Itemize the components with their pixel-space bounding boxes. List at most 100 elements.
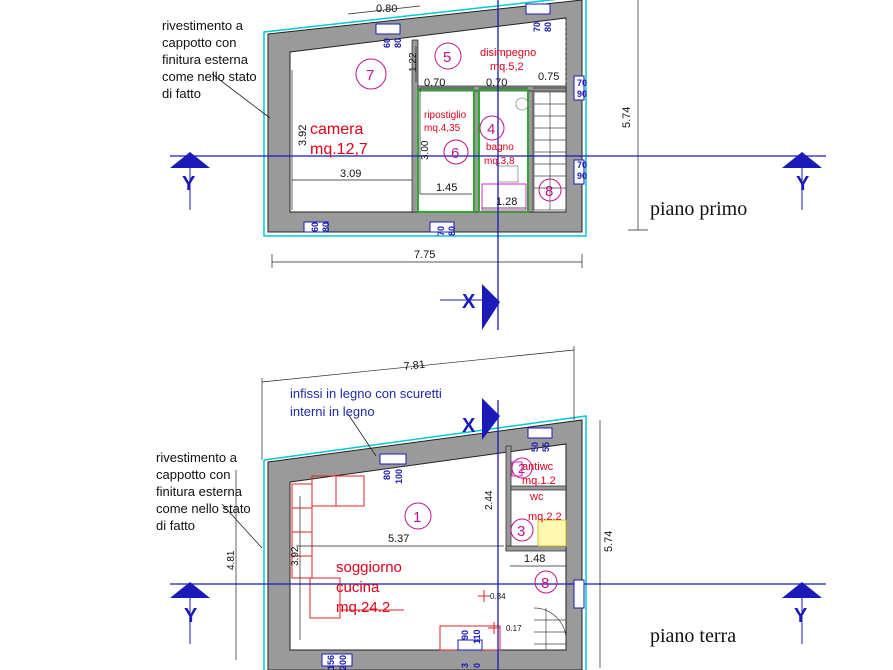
upper-insulation-outline xyxy=(263,0,587,237)
lower-note-line-3: finitura esterna xyxy=(156,484,243,499)
lower-level-markers xyxy=(478,590,500,634)
lower-blue-note-leader xyxy=(347,413,377,457)
upper-room-4-number: 4 xyxy=(487,121,495,138)
upper-room-8-number: 8 xyxy=(545,183,553,200)
lower-axis-y-right-label: Y xyxy=(794,605,808,627)
upper-dimension-lines xyxy=(271,0,648,268)
lower-window-3-b: 200 xyxy=(338,655,348,670)
upper-window-6-a: 70 xyxy=(436,226,446,236)
upper-shower xyxy=(481,183,527,211)
lower-room-3-area: mq.2.2 xyxy=(528,511,562,523)
lower-dim-017: 0.17 xyxy=(506,624,522,633)
upper-dim-top-gap: 0.80 xyxy=(376,3,397,15)
upper-window-5-b: 80 xyxy=(321,222,331,232)
upper-room-7-name: camera xyxy=(310,121,363,138)
upper-window-5-a: 60 xyxy=(310,222,320,232)
upper-room-5-number: 5 xyxy=(443,49,451,66)
upper-axis-y-right-arrow xyxy=(782,152,822,168)
upper-note-line-5: di fatto xyxy=(162,86,201,101)
lower-room-3-number: 3 xyxy=(517,523,525,540)
lower-window-4-b: 110 xyxy=(472,629,482,644)
lower-axis-x-arrow xyxy=(482,398,500,440)
lower-axis-y-right-arrow xyxy=(782,582,822,598)
lower-window-1-b: 100 xyxy=(394,469,404,484)
lower-room-8-marker xyxy=(534,570,558,594)
upper-dim-075: 0.75 xyxy=(538,71,559,83)
upper-window-3-b: 90 xyxy=(577,89,587,99)
lower-room-2-name: antiwc xyxy=(522,461,554,473)
upper-dim-300: 3.00 xyxy=(420,140,431,160)
lower-wall-wc xyxy=(505,445,512,551)
upper-room-5-name: disimpegno xyxy=(480,47,536,59)
lower-stair-top xyxy=(537,519,567,547)
upper-note-line-4: come nello stato xyxy=(162,69,257,84)
upper-room-5-area: mq.5,2 xyxy=(490,61,524,73)
lower-dim-392: 3.92 xyxy=(290,546,301,566)
upper-dim-height-total: 5.74 xyxy=(621,107,633,128)
lower-window-2-a: 50 xyxy=(530,442,540,452)
lower-blue-note-line-2: interni in legno xyxy=(290,404,375,419)
upper-window-1-a: 60 xyxy=(382,38,392,48)
lower-axis-x-label: X xyxy=(462,415,476,437)
upper-dim-309: 3.09 xyxy=(340,168,361,180)
upper-room-8-marker xyxy=(538,178,562,202)
upper-note-line-3: finitura esterna xyxy=(162,52,249,67)
upper-window-4-a: 70 xyxy=(577,160,587,170)
upper-floor-plan xyxy=(170,0,826,330)
lower-dim-height-total: 5.74 xyxy=(603,531,615,552)
lower-window-5-a: 3 xyxy=(460,663,470,668)
lower-blue-note-line-1: infissi in legno con scuretti xyxy=(290,386,442,401)
lower-dim-244: 2.44 xyxy=(484,490,495,510)
lower-dim-034: 0.34 xyxy=(490,592,506,601)
lower-dim-537: 5.37 xyxy=(388,533,409,545)
lower-insulation-outline xyxy=(263,415,587,670)
lower-note-line-2: cappotto con xyxy=(156,467,230,482)
upper-axis-x-arrow xyxy=(482,284,500,330)
upper-note-leader xyxy=(211,73,271,119)
lower-window-3-a: 156 xyxy=(326,655,336,670)
lower-note-line-5: di fatto xyxy=(156,518,195,533)
lower-window-2-b: 55 xyxy=(541,442,551,452)
upper-window-3-a: 70 xyxy=(577,78,587,88)
lower-window-5-b: 0 xyxy=(472,663,482,668)
upper-green-wall-b xyxy=(478,89,529,213)
upper-dim-122: 1.22 xyxy=(408,52,419,72)
lower-window-4-a: 90 xyxy=(460,630,470,640)
upper-note-line-1: rivestimento a xyxy=(162,18,244,33)
upper-dim-070b: 0.70 xyxy=(486,77,507,89)
upper-dim-145: 1.45 xyxy=(436,182,457,194)
upper-room-4-name: bagno xyxy=(486,142,514,153)
lower-room-1-marker xyxy=(404,502,432,530)
upper-inner-floor xyxy=(289,17,567,213)
lower-note-line-4: come nello stato xyxy=(156,501,251,516)
lower-axis-y-left-arrow xyxy=(170,582,210,598)
upper-room-6-marker xyxy=(443,139,469,165)
upper-axis-y-right-label: Y xyxy=(796,173,810,195)
upper-note-line-2: cappotto con xyxy=(162,35,236,50)
lower-wall-wc-mid xyxy=(510,485,567,491)
lower-room-2-area: mq.1.2 xyxy=(522,475,556,487)
upper-window-4-b: 90 xyxy=(577,171,587,181)
upper-window-marks xyxy=(303,3,585,233)
upper-axis-y-left-label: Y xyxy=(182,173,196,195)
upper-window-6-b: 80 xyxy=(447,226,457,236)
lower-dim-148: 1.48 xyxy=(524,553,545,565)
lower-window-marks xyxy=(321,427,585,667)
upper-room-5-marker xyxy=(434,42,462,70)
upper-room-4-area: mq.3,8 xyxy=(484,156,515,167)
upper-dim-vertical-left: 3.92 xyxy=(297,125,309,146)
lower-dim-top-total: 7.81 xyxy=(403,359,426,373)
upper-dim-070a: 0.70 xyxy=(424,77,445,89)
lower-axis-y-left-label: Y xyxy=(184,605,198,627)
lower-note-line-1: rivestimento a xyxy=(156,450,238,465)
upper-toilet xyxy=(515,97,529,111)
upper-green-wall-a xyxy=(417,89,475,213)
lower-room-2-number: 2 xyxy=(518,461,525,476)
upper-window-1-b: 80 xyxy=(393,38,403,48)
lower-room-1-line2: cucina xyxy=(336,579,380,596)
lower-room-1-number: 1 xyxy=(413,509,421,526)
lower-stairs xyxy=(533,607,567,650)
upper-dim-128: 1.28 xyxy=(496,196,517,208)
lower-room-3-name: wc xyxy=(529,491,544,503)
